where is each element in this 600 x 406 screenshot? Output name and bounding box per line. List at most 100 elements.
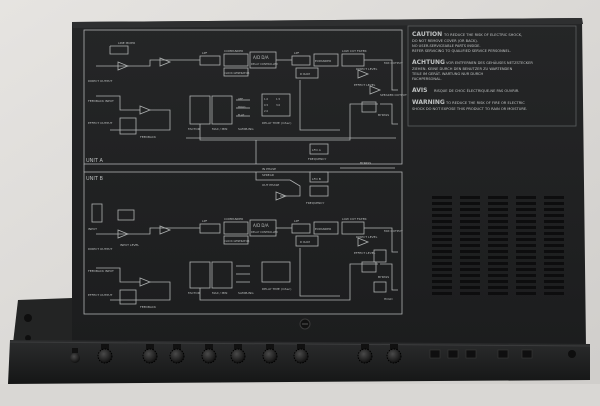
switch[interactable] bbox=[497, 349, 509, 359]
unit-b-block-compander: COMPANDER bbox=[224, 217, 243, 221]
delay-time-hold: HOLD bbox=[238, 105, 245, 109]
unit-b-block-adda: A/D D/A bbox=[253, 223, 269, 228]
delay-time-2-0: 2.0 bbox=[264, 109, 268, 113]
switch[interactable] bbox=[465, 349, 477, 359]
unit-a-delay-time: DELAY TIME (mSec) bbox=[262, 121, 291, 125]
unit-a-factor: FACTOR bbox=[188, 127, 200, 131]
unit-a-lfo: LFO A bbox=[312, 148, 322, 152]
caution-title: CAUTION bbox=[412, 31, 442, 38]
achtung-title: ACHTUNG bbox=[412, 59, 445, 66]
warning-title: WARNING bbox=[412, 99, 445, 106]
unit-b-bypass: BYPASS bbox=[378, 275, 389, 279]
unit-a-feedback: FEEDBACK bbox=[140, 135, 157, 139]
front-knobs bbox=[70, 344, 402, 364]
warning-line-1: TO REDUCE THE RISK OF FIRE OR ELECTRIC bbox=[445, 101, 525, 105]
unit-a-bypass: BYPASS bbox=[378, 113, 389, 117]
unit-a-feedback-input: FEEDBACK INPUT bbox=[88, 99, 114, 103]
vent-slots bbox=[432, 196, 564, 295]
delay-time-off: OFF bbox=[238, 97, 244, 101]
knob[interactable] bbox=[357, 344, 373, 364]
top-cover bbox=[34, 18, 586, 348]
avis-title: AVIS bbox=[412, 87, 427, 94]
unit-b-block-delay-controller: DELAY CONTROLLER bbox=[251, 230, 278, 234]
unit-b-sampling: SAMPLING bbox=[238, 291, 254, 295]
unit-b-effect-output: EFFECT OUTPUT bbox=[88, 293, 113, 297]
center-in-phase: IN PHASE bbox=[262, 167, 276, 171]
delay-time-1-5: 1.5 bbox=[276, 97, 280, 101]
unit-a-block-expander: EXPANDER bbox=[315, 59, 331, 63]
unit-b-direct-level: DIRECT LEVEL bbox=[356, 235, 378, 239]
warning-line-2: SHOCK DO NOT EXPOSE THIS PRODUCT TO RAIN… bbox=[412, 107, 527, 111]
unit-a-sampling: SAMPLING bbox=[238, 127, 254, 131]
unit-b-block-lpf-1: LPF bbox=[202, 219, 207, 223]
delay-time-0-5: 0.5 bbox=[264, 103, 268, 107]
unit-b-factor: FACTOR bbox=[188, 291, 200, 295]
unit-a-block-delay-controller: DELAY CONTROLLER bbox=[251, 62, 278, 66]
achtung-line-1: VOR ENTFERNEN DES GEHÄUSES NETZSTECKER bbox=[446, 60, 533, 65]
achtung-line-3: TEILE IM GERÄT. WARTUNG NUR DURCH bbox=[411, 71, 484, 76]
center-lfo-b: LFO B bbox=[312, 177, 321, 181]
right-screw bbox=[568, 350, 576, 358]
unit-a-label: UNIT A bbox=[86, 158, 104, 164]
knob[interactable] bbox=[97, 344, 113, 364]
knob[interactable] bbox=[142, 344, 158, 364]
switch[interactable] bbox=[447, 349, 459, 359]
unit-a-block-low-cut: LOW CUT FILTER bbox=[342, 49, 367, 53]
achtung-line-4: FACHPERSONAL. bbox=[412, 77, 442, 81]
unit-a-frequency: FREQUENCY bbox=[308, 157, 326, 161]
switch[interactable] bbox=[521, 349, 533, 359]
unit-b-mix-output: MIX OUTPUT bbox=[384, 229, 403, 233]
unit-b-label: UNIT B bbox=[86, 176, 104, 182]
avis-line-1: RISQUE DE CHOC ÉLECTRIQUE-NE PAS OUVRIR. bbox=[434, 88, 519, 93]
center-out-phase: OUT PHASE bbox=[262, 183, 279, 187]
achtung-line-2: ZIEHEN. KEINE DURCH DEN BENUTZER ZU WART… bbox=[412, 67, 513, 71]
unit-a-direct-level: DIRECT LEVEL bbox=[356, 67, 378, 71]
caution-line-2: DO NOT REMOVE COVER (OR BACK). bbox=[412, 39, 478, 43]
unit-a-effect-output: EFFECT OUTPUT bbox=[88, 121, 113, 125]
front-switches bbox=[429, 349, 533, 359]
unit-b-effect-level: EFFECT LEVEL bbox=[354, 251, 376, 255]
unit-a-block-compander: COMPANDER bbox=[224, 49, 243, 53]
knob[interactable] bbox=[262, 344, 278, 364]
center-spread: SPREAD bbox=[262, 173, 275, 177]
unit-a-block-dram: D RAM bbox=[300, 72, 310, 76]
unit-a-direct-output: DIRECT OUTPUT bbox=[88, 79, 112, 83]
switch[interactable] bbox=[429, 349, 441, 359]
knob[interactable] bbox=[70, 348, 80, 363]
schematic bbox=[83, 29, 403, 315]
unit-b-delay-time: DELAY TIME (mSec) bbox=[262, 287, 291, 291]
unit-a-max-min: MAX / MIN bbox=[212, 127, 227, 131]
unit-b-block-dram: D RAM bbox=[300, 240, 310, 244]
center-frequency: FREQUENCY bbox=[306, 201, 324, 205]
center-bypass: BYPASS bbox=[360, 161, 371, 165]
unit-b-block-clock: CLOCK GENERATOR bbox=[224, 239, 250, 243]
unit-a-block-adda: A/D D/A bbox=[253, 55, 269, 60]
unit-b-input: INPUT bbox=[88, 227, 97, 231]
unit-b-block-expander: EXPANDER bbox=[315, 227, 331, 231]
delay-time-3-0: 3.0 bbox=[276, 103, 280, 107]
unit-a-block-lpf-2: LPF bbox=[294, 51, 299, 55]
unit-b-feedback-input: FEEDBACK INPUT bbox=[88, 269, 114, 273]
warning-label: CAUTION TO REDUCE THE RISK OF ELECTRIC S… bbox=[407, 25, 577, 127]
unit-b-input-level: INPUT LEVEL bbox=[120, 243, 139, 247]
unit-b-block-lpf-2: LPF bbox=[294, 219, 299, 223]
delay-time-flat: FLAT bbox=[238, 113, 245, 117]
delay-time-1-0: 1.0 bbox=[264, 97, 268, 101]
unit-a-effect-level: EFFECT LEVEL bbox=[354, 83, 376, 87]
unit-b-feedback: FEEDBACK bbox=[140, 305, 157, 309]
knob[interactable] bbox=[230, 344, 246, 364]
caution-line-4: REFER SERVICING TO QUALIFIED SERVICE PER… bbox=[412, 49, 511, 53]
unit-a-line-mixer: LINE MIXER bbox=[118, 41, 135, 45]
caution-line-3: NO USER-SERVICEABLE PARTS INSIDE. bbox=[412, 44, 481, 48]
unit-a-mix-output: MIX OUTPUT bbox=[384, 61, 403, 65]
unit-a-block-clock: CLOCK GENERATOR bbox=[224, 71, 250, 75]
unit-a-block-lpf-1: LPF bbox=[202, 51, 207, 55]
knob[interactable] bbox=[386, 344, 402, 364]
knob[interactable] bbox=[201, 344, 217, 364]
caution-line-1: TO REDUCE THE RISK OF ELECTRIC SHOCK, bbox=[443, 33, 522, 37]
knob[interactable] bbox=[293, 344, 309, 364]
unit-a-speaker-output: SPEAKER OUTPUT bbox=[380, 93, 407, 97]
knob[interactable] bbox=[169, 344, 185, 364]
unit-b-direct-output: DIRECT OUTPUT bbox=[88, 247, 112, 251]
